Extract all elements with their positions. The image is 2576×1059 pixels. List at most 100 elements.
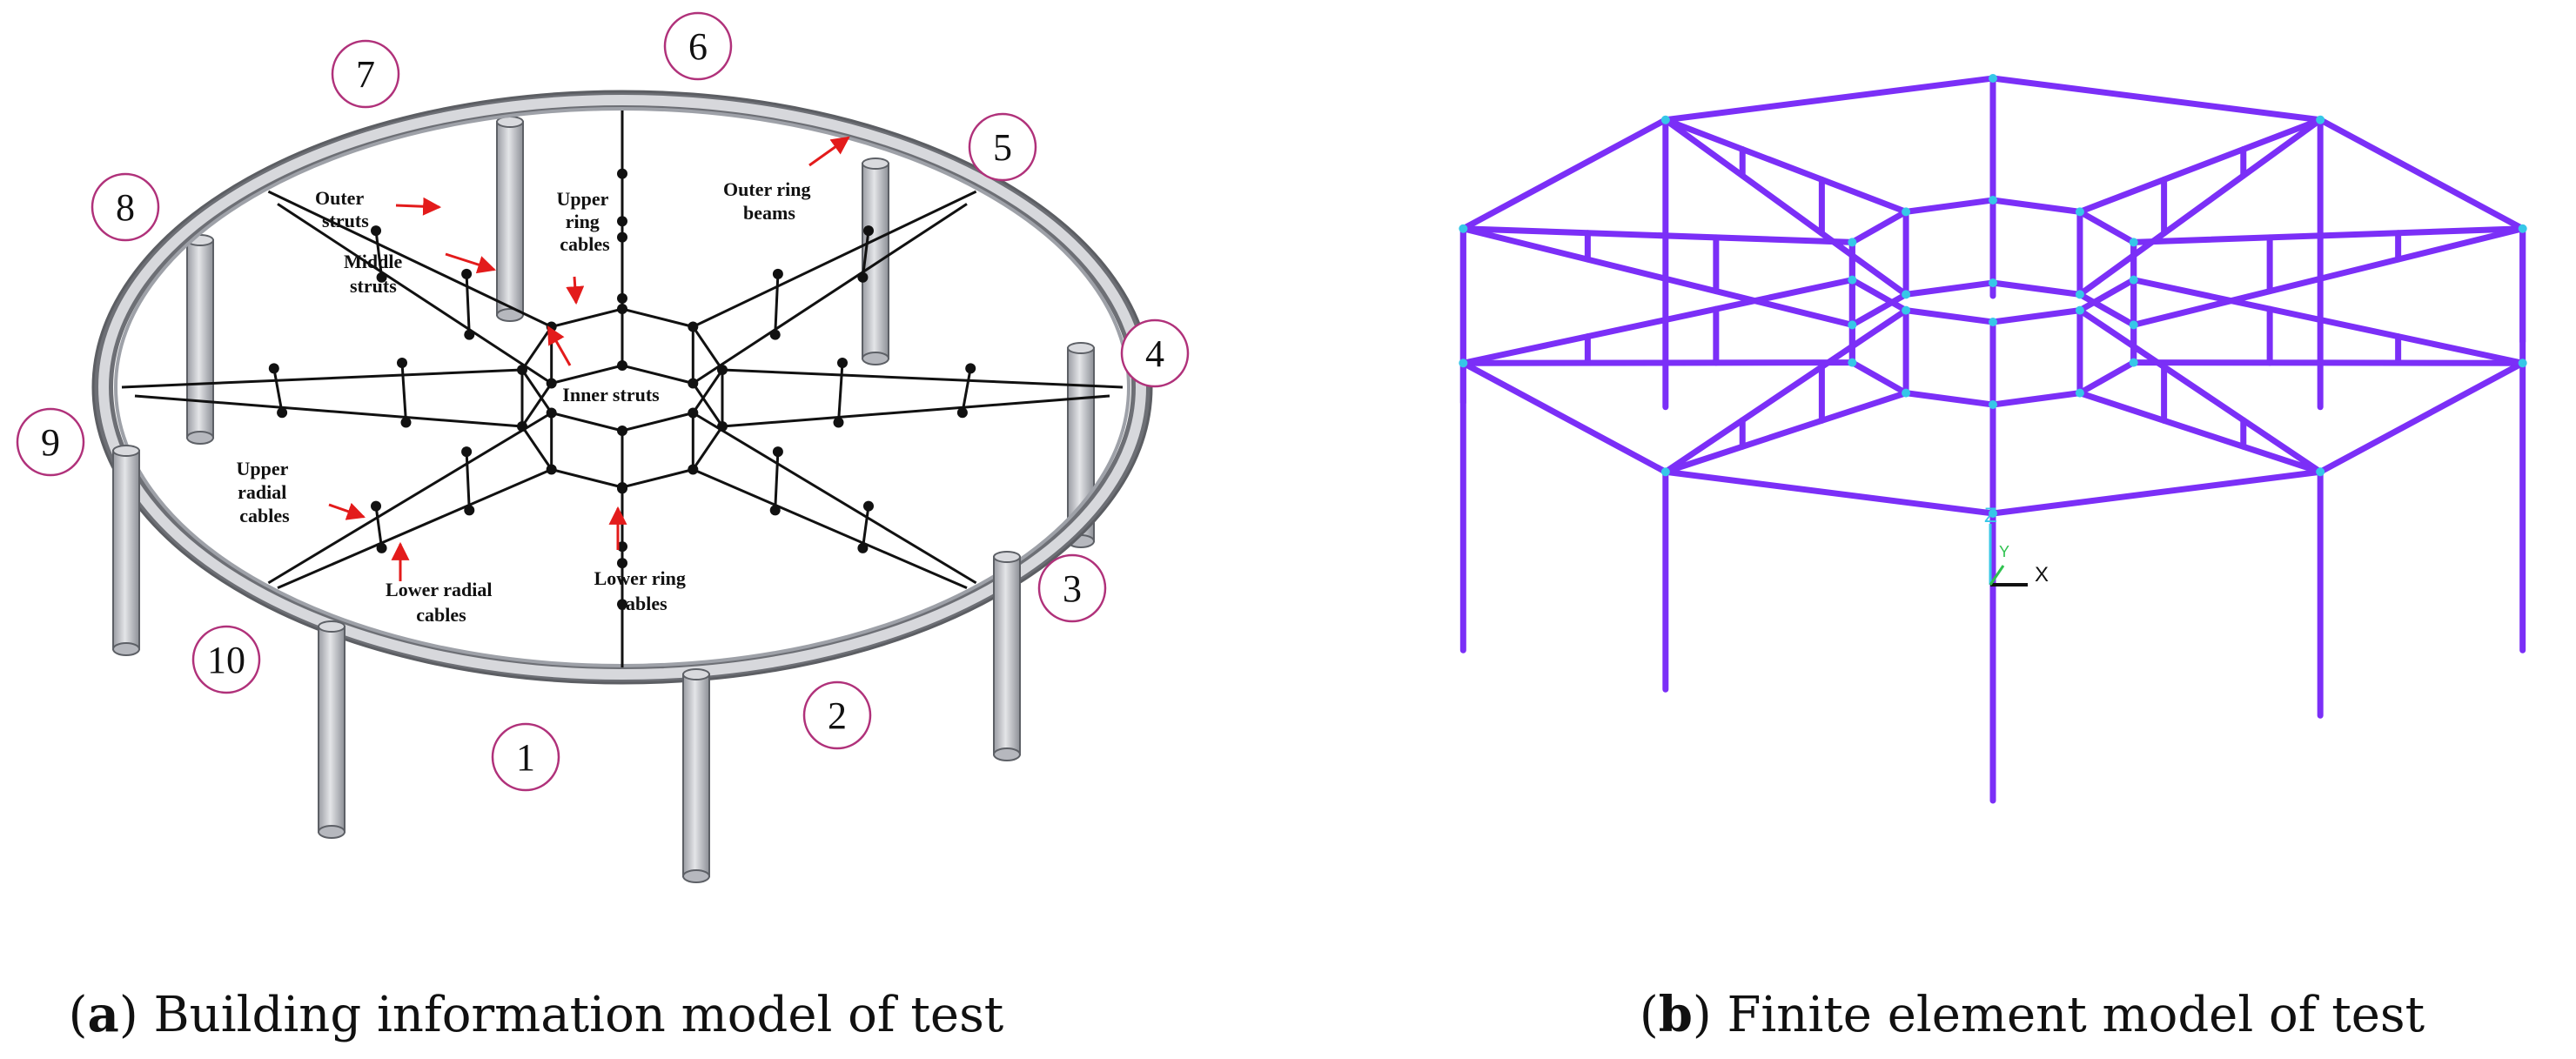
number-circle (802, 680, 872, 750)
fe-node (2075, 388, 2084, 398)
fe-upper-ring (2076, 208, 2137, 245)
upper-radial-cable (692, 412, 977, 585)
fe-lower-ring (1902, 279, 1996, 298)
fe-node (2075, 290, 2084, 299)
fe-node (1902, 207, 1911, 217)
fe-lower-radial (2076, 117, 2324, 298)
number-circle (91, 172, 160, 242)
fe-upper-radial (2130, 225, 2526, 245)
strut-node (371, 225, 382, 237)
fe-node (1989, 509, 1997, 518)
label-inner-struts: Inner struts (562, 384, 660, 406)
ring-node (617, 360, 627, 371)
fe-node (2075, 207, 2084, 217)
label-lower-ring-cables: Lower ring cables (594, 567, 691, 614)
strut-node (617, 168, 627, 179)
fe-upper-ring (1989, 307, 2083, 325)
strut-node (461, 268, 473, 279)
column-number-3: 3 (1063, 567, 1082, 610)
axis-triad: Z Y X (1984, 504, 2049, 586)
fe-node (2129, 275, 2138, 285)
middle-strut (465, 452, 471, 511)
fe-outer-ring-beam (1459, 117, 1669, 232)
column-number-6: 6 (688, 25, 708, 68)
strut-node (397, 358, 407, 368)
strut-node (400, 417, 412, 428)
finite-element-model-panel: Z Y X (b) Finite element model of test (1459, 74, 2527, 1043)
column-top (318, 620, 345, 633)
column (682, 674, 710, 877)
column-number-8: 8 (116, 186, 135, 229)
fe-node (1848, 320, 1857, 330)
column (318, 626, 345, 833)
ring-node (688, 378, 699, 389)
outer-strut (861, 230, 870, 278)
column (496, 121, 524, 316)
outer-strut (961, 368, 972, 413)
strut-node (862, 225, 874, 237)
ring-node (617, 304, 627, 314)
strut-node (772, 446, 783, 458)
fe-node (2129, 320, 2138, 330)
outer-strut (272, 368, 284, 413)
axis-label-x: X (2035, 563, 2049, 586)
label-lower-radial-cables: Lower radial cables (386, 579, 497, 626)
cable-net (121, 111, 1124, 667)
strut-node (464, 329, 475, 340)
ring-node (617, 482, 627, 493)
fe-lower-ring (1902, 390, 1996, 408)
number-circle (16, 407, 85, 477)
fe-node (1848, 275, 1857, 285)
number-circle (191, 625, 261, 694)
strut-node (268, 363, 279, 374)
number-circle (663, 11, 733, 81)
outer-strut (374, 230, 384, 278)
fe-lower-radial (1662, 390, 1909, 475)
fe-outer-ring-beam (2317, 359, 2526, 475)
outer-strut (374, 506, 384, 549)
strut-node (464, 505, 475, 516)
fe-node (1902, 305, 1911, 315)
fe-lower-radial (1459, 225, 1855, 328)
front-columns (112, 445, 1021, 883)
fe-lower-radial (2130, 225, 2526, 328)
column-number-1: 1 (516, 736, 535, 779)
fe-node (2129, 358, 2138, 367)
component-labels: Outer struts Middle struts Upper ring ca… (237, 178, 811, 626)
column-number-7: 7 (356, 53, 375, 96)
number-circle (1037, 553, 1107, 623)
fe-node (1660, 467, 1670, 477)
upper-radial-cable (267, 412, 553, 585)
fe-node (1989, 318, 1997, 326)
column (862, 163, 889, 359)
upper-radial-cable (267, 190, 553, 328)
lower-radial-cable (721, 394, 1110, 428)
middle-strut (465, 273, 471, 335)
column-number-10: 10 (207, 639, 245, 681)
upper-radial-cable (121, 368, 523, 389)
number-circle (968, 112, 1037, 182)
lower-radial-cable (692, 468, 968, 589)
column-base (862, 352, 889, 365)
fe-lower-ring (2076, 359, 2137, 397)
fe-upper-radial (1459, 225, 1855, 245)
column (993, 556, 1021, 755)
outer-strut (861, 506, 870, 549)
fe-upper-radial (2076, 117, 2324, 215)
column-base (318, 825, 345, 839)
fe-upper-ring (1902, 197, 1996, 215)
strut-node (617, 558, 627, 569)
fe-node (1660, 115, 1670, 124)
axis-label-z: Z (1984, 504, 1997, 527)
fe-upper-ring (1848, 208, 1909, 245)
fe-node (2316, 467, 2325, 477)
strut-node (857, 542, 869, 553)
caption-a: (a) Building information model of test (69, 986, 1004, 1043)
fe-lower-ring (1989, 279, 2083, 298)
column-base (186, 431, 214, 445)
back-columns (186, 116, 1095, 548)
lower-radial-cable (134, 394, 523, 428)
building-information-model-panel: Outer struts Middle struts Upper ring ca… (16, 11, 1190, 1043)
column-number-5: 5 (993, 126, 1012, 169)
